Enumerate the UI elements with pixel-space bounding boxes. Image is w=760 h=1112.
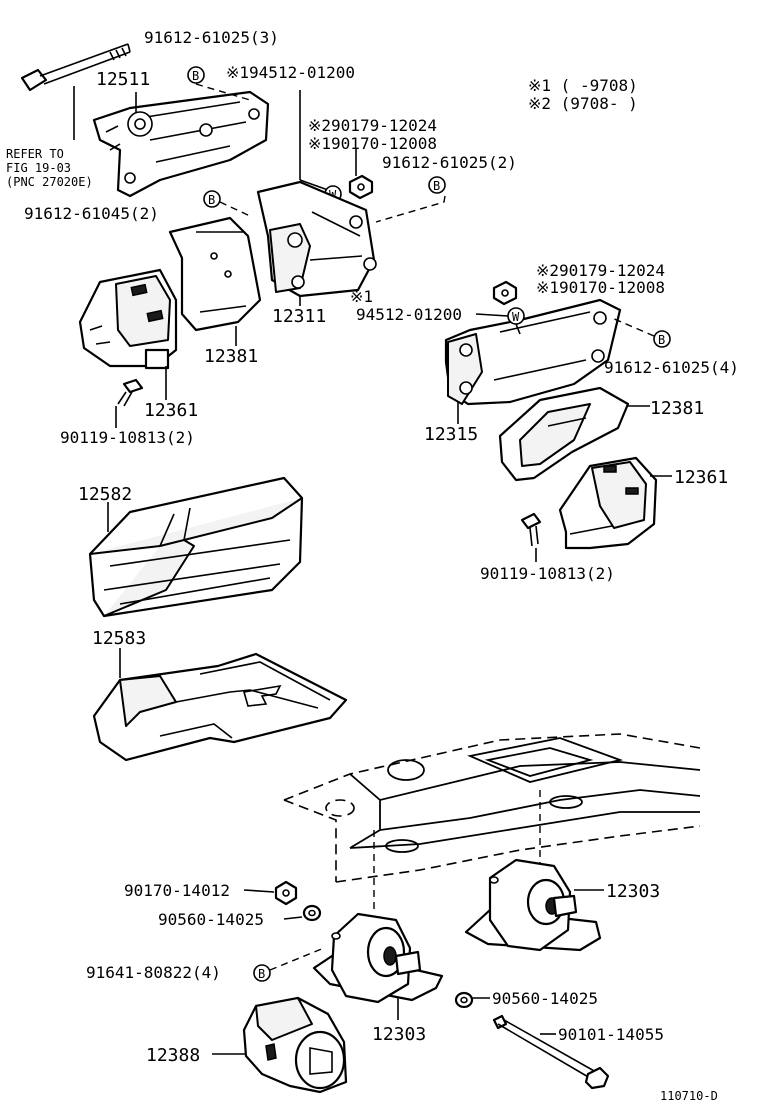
mount-12303-lower [312,912,444,1004]
label-12381-right: 12381 [650,398,704,419]
label-12315: 12315 [424,424,478,445]
label-90170-14012: 90170-14012 [124,881,230,900]
bolt-symbol-91612-2: B [428,176,446,194]
label-90119-10813-left: 90119-10813(2) [60,428,195,447]
svg-text:W: W [512,310,520,324]
dash-91612-3 [195,83,251,101]
label-refer-1: REFER TO [6,147,64,161]
label-90170-12008-b: ※190170-12008 [536,278,665,297]
label-12381-left: 12381 [204,346,258,367]
bracket-12511 [92,90,270,198]
bolt-symbol-91612-4: B [653,330,671,348]
label-90560-14025-a: 90560-14025 [158,910,264,929]
bracket-12311 [256,180,377,298]
bolt-symbol-91612-3: B [187,66,205,84]
svg-text:B: B [433,179,440,193]
nut-90170-14012 [274,880,298,906]
bolt-90119-right [520,512,542,547]
insulator-12381-right [498,386,630,482]
label-94512-mark: ※1 [350,287,373,306]
washer-90560-a [302,904,322,922]
washer-symbol-right: W [507,307,525,325]
label-12361-right: 12361 [674,467,728,488]
leader-90170-14012 [243,889,275,893]
label-90101-14055: 90101-14055 [558,1025,664,1044]
label-91641-80822-4: 91641-80822(4) [86,963,221,982]
leader-94512-b [475,313,509,317]
label-12303-b: 12303 [372,1024,426,1045]
label-94512-01200-a: ※194512-01200 [226,63,355,82]
label-91612-61045-2: 91612-61045(2) [24,204,159,223]
label-12303-a: 12303 [606,881,660,902]
label-90179-12024-b: ※290179-12024 [536,261,665,280]
mount-12361-left [78,268,178,370]
label-90560-14025-b: 90560-14025 [492,989,598,1008]
label-12388: 12388 [146,1045,200,1066]
label-90119-10813-right: 90119-10813(2) [480,564,615,583]
label-12361-left: 12361 [144,400,198,421]
svg-text:B: B [658,333,665,347]
label-refer-2: FIG 19-03 [6,161,71,175]
stopper-12388 [242,996,348,1094]
label-94512-01200-b: 94512-01200 [356,305,462,324]
label-91612-61025-3: 91612-61025(3) [144,28,279,47]
svg-text:B: B [258,967,265,981]
leader-90560-a [283,916,303,920]
bolt-90119-left [117,378,144,407]
svg-text:B: B [208,193,215,207]
label-12583: 12583 [92,628,146,649]
label-12582: 12582 [78,484,132,505]
bolt-symbol-91612-61045: B [203,190,221,208]
figure-number: 110710-D [660,1089,718,1103]
legend-line-2: ※2 (9708- ) [528,94,638,113]
frame-crossmember [283,733,701,883]
mount-12303-upper [464,858,602,952]
label-91612-61025-4: 91612-61025(4) [604,358,739,377]
nut-right [492,280,518,306]
label-90179-12024-a: ※290179-12024 [308,116,437,135]
svg-text:B: B [192,69,199,83]
heat-shield-12582 [88,476,304,618]
bracket-12315 [444,298,622,406]
label-90170-12008-a: ※190170-12008 [308,134,437,153]
heat-shield-12583 [92,652,348,762]
bolt-long-top [20,43,131,92]
legend-line-1: ※1 ( -9708) [528,76,638,95]
insulator-12381-left [168,216,262,332]
label-12511: 12511 [96,69,150,90]
bolt-90101-14055 [492,1014,610,1090]
label-12311: 12311 [272,306,326,327]
bolt-symbol-91641: B [253,964,271,982]
nut-top [348,174,374,200]
label-refer-3: (PNC 27020E) [6,175,93,189]
label-91612-61025-2: 91612-61025(2) [382,153,517,172]
washer-90560-b [454,991,474,1009]
mount-12361-right [558,456,658,550]
